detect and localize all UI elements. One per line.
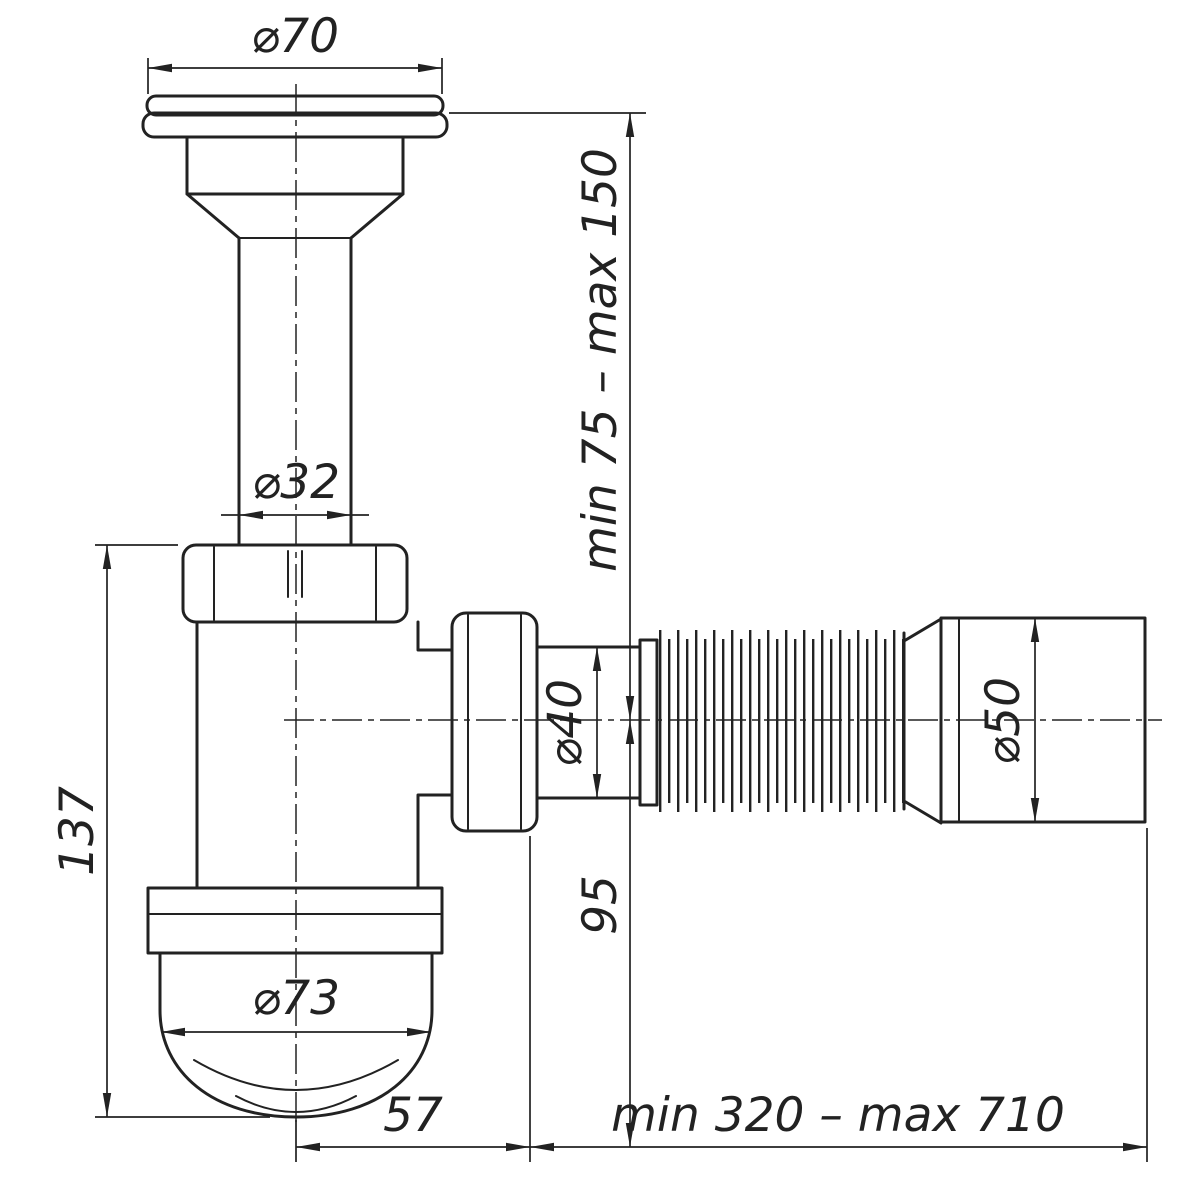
label-flange-diameter: ⌀70 <box>251 9 339 64</box>
outlet-nut <box>450 611 539 833</box>
label-tailpipe-diameter: ⌀32 <box>252 455 340 510</box>
label-cuff-diameter: ⌀50 <box>976 677 1031 765</box>
label-hose-length-range: min 320 – max 710 <box>611 1088 1065 1143</box>
dim-cuff-diameter: ⌀50 <box>976 618 1040 822</box>
corrugated-hose-ribs <box>659 630 904 812</box>
slip-nut <box>181 543 409 624</box>
label-cup-diameter: ⌀73 <box>252 971 340 1026</box>
center-lines <box>284 84 1162 1128</box>
dim-tailpipe-diameter: ⌀32 <box>221 455 369 520</box>
bottom-cup <box>158 951 434 1119</box>
dim-trap-height: 137 <box>50 544 270 1118</box>
label-inlet-height-range: min 75 – max 150 <box>573 148 628 572</box>
label-outlet-offset: 57 <box>383 1088 443 1143</box>
sink-flange <box>141 94 449 240</box>
tailpipe <box>237 236 353 547</box>
bottom-ring <box>146 886 444 955</box>
label-outlet-axis-drop: 95 <box>573 875 628 935</box>
label-trap-height: 137 <box>50 786 105 876</box>
dim-outlet-axis-drop: 95 <box>573 720 635 1147</box>
outlet-pipe <box>535 638 659 807</box>
dim-cup-diameter: ⌀73 <box>161 971 431 1037</box>
dim-flange-diameter: ⌀70 <box>147 9 443 94</box>
dim-outlet-diameter: ⌀40 <box>538 647 602 798</box>
dim-outlet-offset: 57 <box>295 836 531 1162</box>
dim-inlet-height-range: min 75 – max 150 <box>449 112 646 720</box>
label-outlet-diameter: ⌀40 <box>538 679 593 767</box>
trap-body <box>195 620 454 890</box>
dim-hose-length-range: min 320 – max 710 <box>530 828 1148 1162</box>
end-cuff <box>939 616 1147 824</box>
corrugated-hose <box>659 617 943 825</box>
